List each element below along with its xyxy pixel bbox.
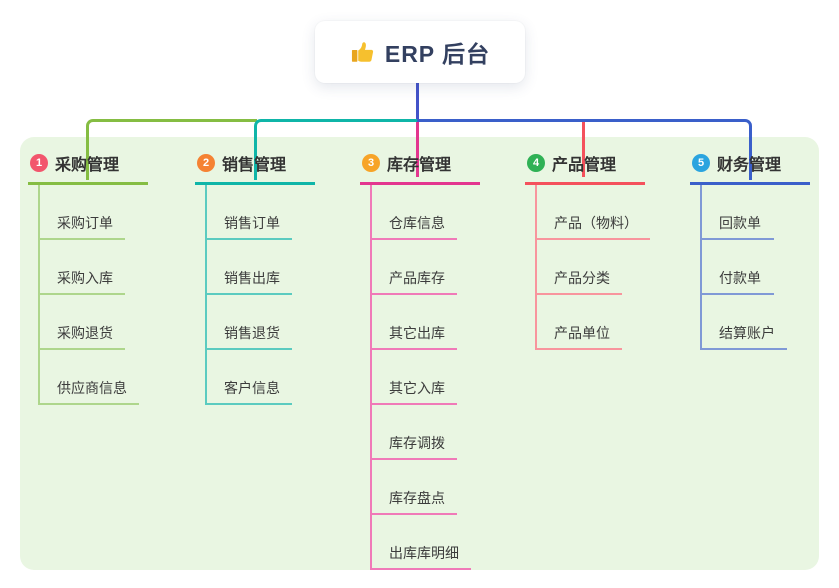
child-label: 其它出库 <box>389 325 445 341</box>
branch-children: 销售订单销售出库销售退货客户信息 <box>205 185 345 405</box>
branch-column: 1 采购管理 采购订单采购入库采购退货供应商信息 <box>28 146 178 405</box>
child-label: 产品单位 <box>554 325 610 341</box>
child-label: 销售出库 <box>224 270 280 286</box>
branch-header[interactable]: 4 产品管理 <box>525 146 645 185</box>
branch-label: 财务管理 <box>717 157 782 174</box>
branch-children: 产品（物料） 产品分类产品单位 <box>535 185 675 350</box>
child-node[interactable]: 回款单 <box>702 185 774 240</box>
child-label: 结算账户 <box>719 325 775 341</box>
branch-header[interactable]: 1 采购管理 <box>28 146 148 185</box>
child-node[interactable]: 产品库存 <box>372 240 457 295</box>
child-label: 其它入库 <box>389 380 445 396</box>
connector-root-drop <box>416 82 419 120</box>
child-node[interactable]: 出库库明细 <box>372 515 471 570</box>
child-label: 回款单 <box>719 215 761 231</box>
child-node[interactable]: 产品（物料） <box>537 185 650 240</box>
child-node[interactable]: 其它出库 <box>372 295 457 350</box>
thumbs-up-icon <box>350 39 376 65</box>
child-node[interactable]: 采购入库 <box>40 240 125 295</box>
child-label: 供应商信息 <box>57 380 127 396</box>
child-node[interactable]: 销售订单 <box>207 185 292 240</box>
root-node[interactable]: ERP 后台 <box>315 21 525 83</box>
child-node[interactable]: 库存调拨 <box>372 405 457 460</box>
branch-header[interactable]: 3 库存管理 <box>360 146 480 185</box>
branch-column: 5 财务管理 回款单付款单结算账户 <box>690 146 839 350</box>
child-node[interactable]: 其它入库 <box>372 350 457 405</box>
branches-panel <box>20 137 819 570</box>
child-node[interactable]: 库存盘点 <box>372 460 457 515</box>
child-label: 产品（物料） <box>554 215 638 231</box>
child-label: 销售订单 <box>224 215 280 231</box>
branch-children: 采购订单采购入库采购退货供应商信息 <box>38 185 178 405</box>
child-label: 付款单 <box>719 270 761 286</box>
branch-number-badge: 2 <box>197 154 215 172</box>
child-node[interactable]: 结算账户 <box>702 295 787 350</box>
child-node[interactable]: 销售退货 <box>207 295 292 350</box>
branch-label: 销售管理 <box>222 157 287 174</box>
child-node[interactable]: 客户信息 <box>207 350 292 405</box>
child-label: 库存调拨 <box>389 435 445 451</box>
child-node[interactable]: 供应商信息 <box>40 350 139 405</box>
child-label: 产品库存 <box>389 270 445 286</box>
branch-number-badge: 3 <box>362 154 380 172</box>
child-label: 仓库信息 <box>389 215 445 231</box>
child-label: 产品分类 <box>554 270 610 286</box>
branch-children: 仓库信息产品库存其它出库其它入库库存调拨库存盘点出库库明细 <box>370 185 510 570</box>
child-label: 客户信息 <box>224 380 280 396</box>
child-label: 采购订单 <box>57 215 113 231</box>
connector-branch-3 <box>416 122 419 177</box>
child-node[interactable]: 采购退货 <box>40 295 125 350</box>
branch-column: 2 销售管理 销售订单销售出库销售退货客户信息 <box>195 146 345 405</box>
branch-number-badge: 4 <box>527 154 545 172</box>
branch-children: 回款单付款单结算账户 <box>700 185 839 350</box>
child-node[interactable]: 销售出库 <box>207 240 292 295</box>
branch-column: 3 库存管理 仓库信息产品库存其它出库其它入库库存调拨库存盘点出库库明细 <box>360 146 510 570</box>
child-node[interactable]: 付款单 <box>702 240 774 295</box>
branch-number-badge: 1 <box>30 154 48 172</box>
child-label: 采购退货 <box>57 325 113 341</box>
branch-column: 4 产品管理 产品（物料） 产品分类产品单位 <box>525 146 675 350</box>
branch-label: 库存管理 <box>387 157 452 174</box>
branch-header[interactable]: 2 销售管理 <box>195 146 315 185</box>
child-label: 库存盘点 <box>389 490 445 506</box>
branch-number-badge: 5 <box>692 154 710 172</box>
child-node[interactable]: 产品单位 <box>537 295 622 350</box>
branch-label: 产品管理 <box>552 157 617 174</box>
child-node[interactable]: 仓库信息 <box>372 185 457 240</box>
connector-branch-5 <box>417 119 752 180</box>
child-label: 销售退货 <box>224 325 280 341</box>
child-node[interactable]: 采购订单 <box>40 185 125 240</box>
branch-label: 采购管理 <box>55 157 120 174</box>
connector-branch-4 <box>582 122 585 177</box>
child-label: 采购入库 <box>57 270 113 286</box>
connector-branch-2 <box>254 119 420 180</box>
child-node[interactable]: 产品分类 <box>537 240 622 295</box>
child-label: 出库库明细 <box>389 545 459 561</box>
branch-header[interactable]: 5 财务管理 <box>690 146 810 185</box>
connector-branch-1 <box>86 119 257 180</box>
root-title: ERP 后台 <box>384 41 491 67</box>
